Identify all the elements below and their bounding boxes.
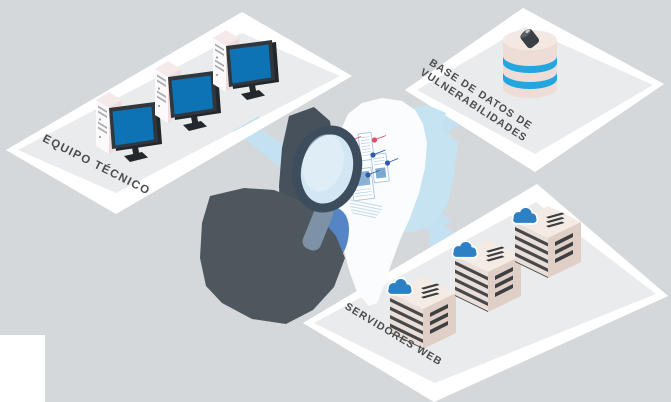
vulnerability-dot-blue (370, 152, 376, 158)
document-card (370, 152, 390, 184)
corner-notch (0, 335, 45, 402)
hand-shadow-blob (200, 188, 345, 324)
database-icon (503, 29, 557, 98)
database-glyph (520, 29, 540, 49)
plane-equipo-tecnico-border (6, 12, 352, 214)
vulnerability-dot-blue (365, 172, 371, 178)
plane-base-datos-border (405, 8, 664, 172)
document-card (357, 131, 375, 162)
vulnerability-dot-red (371, 137, 378, 143)
database-band (503, 72, 557, 89)
database-band (503, 56, 557, 73)
lens-highlight (302, 134, 344, 192)
sheet-text-lines (349, 199, 383, 219)
magnifier-handle (302, 203, 334, 251)
plane-servidores-web-border (303, 184, 668, 402)
magnifier-scan-icon (200, 98, 458, 324)
vulnerability-dot-blue (384, 160, 391, 166)
